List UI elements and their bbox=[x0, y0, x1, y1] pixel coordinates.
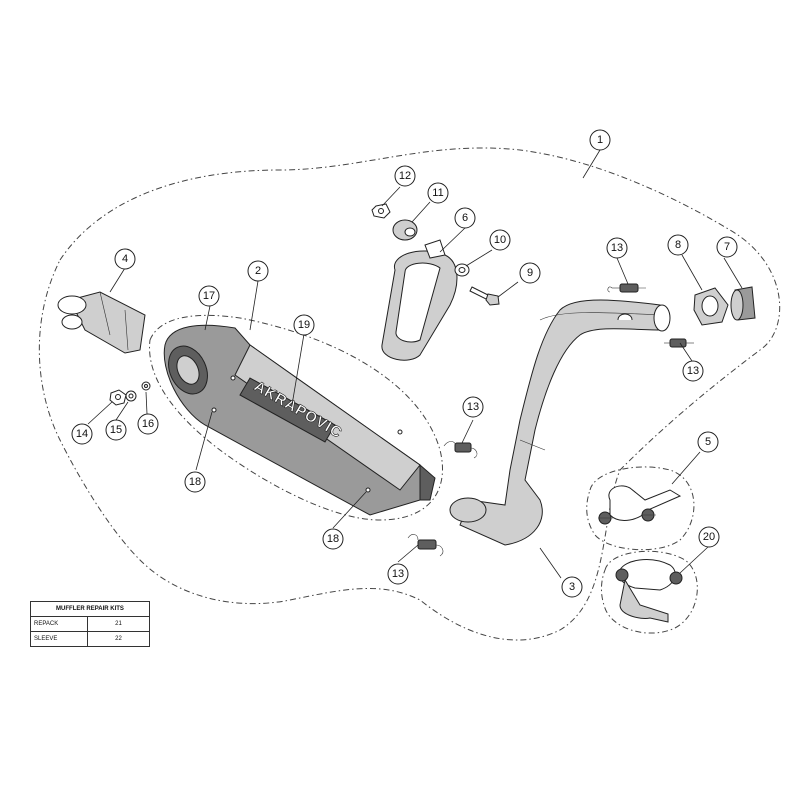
svg-text:13: 13 bbox=[687, 365, 699, 377]
kit-name: REPACK bbox=[30, 616, 88, 632]
callout-17: 17 bbox=[198, 285, 220, 307]
kit-number: 22 bbox=[87, 631, 150, 647]
callout-4: 4 bbox=[114, 248, 136, 270]
callout-10: 10 bbox=[489, 229, 511, 251]
table-row: REPACK 21 bbox=[30, 616, 150, 632]
clamp-20-outline bbox=[601, 550, 698, 634]
kit-number: 21 bbox=[87, 616, 150, 632]
callout-6: 6 bbox=[454, 207, 476, 229]
part-5-clamp bbox=[598, 485, 682, 525]
callout-16: 16 bbox=[137, 413, 159, 435]
part-13-spring-bottom bbox=[407, 534, 444, 557]
callout-19: 19 bbox=[293, 314, 315, 336]
callout-14: 14 bbox=[71, 423, 93, 445]
svg-text:16: 16 bbox=[142, 418, 154, 430]
svg-text:18: 18 bbox=[189, 476, 201, 488]
callout-20: 20 bbox=[698, 526, 720, 548]
svg-text:4: 4 bbox=[122, 253, 128, 265]
callout-18-bottom: 18 bbox=[322, 528, 344, 550]
callout-2: 2 bbox=[247, 260, 269, 282]
svg-text:15: 15 bbox=[110, 424, 122, 436]
callout-1: 1 bbox=[589, 129, 611, 151]
callout-11: 11 bbox=[427, 182, 449, 204]
part-13-spring-right bbox=[664, 338, 694, 348]
svg-text:19: 19 bbox=[298, 319, 310, 331]
svg-text:5: 5 bbox=[705, 436, 711, 448]
callout-7: 7 bbox=[716, 236, 738, 258]
svg-text:13: 13 bbox=[611, 242, 623, 254]
part-15-washer bbox=[125, 390, 137, 402]
svg-text:10: 10 bbox=[494, 234, 506, 246]
callout-18-left: 18 bbox=[184, 471, 206, 493]
svg-text:18: 18 bbox=[327, 533, 339, 545]
svg-text:1: 1 bbox=[597, 134, 603, 146]
part-9-bolt bbox=[469, 286, 500, 306]
part-8-flange bbox=[693, 287, 729, 326]
svg-text:8: 8 bbox=[675, 239, 681, 251]
callout-12: 12 bbox=[394, 165, 416, 187]
callout-13-middle: 13 bbox=[462, 396, 484, 418]
assembly-outline bbox=[38, 147, 781, 641]
callout-13-bottom: 13 bbox=[387, 563, 409, 585]
svg-text:11: 11 bbox=[432, 187, 443, 199]
table-row: SLEEVE 22 bbox=[30, 631, 150, 647]
leader-lines bbox=[87, 149, 743, 579]
clamp-5-outline bbox=[586, 466, 695, 551]
svg-text:7: 7 bbox=[724, 241, 730, 253]
repair-kits-table: MUFFLER REPAIR KITS REPACK 21 SLEEVE 22 bbox=[30, 601, 150, 647]
svg-text:3: 3 bbox=[569, 581, 575, 593]
part-7-ring bbox=[730, 286, 756, 321]
svg-text:17: 17 bbox=[203, 290, 215, 302]
part-3-link-pipe bbox=[449, 299, 671, 546]
part-13-spring-top bbox=[607, 283, 646, 293]
callout-15: 15 bbox=[105, 419, 127, 441]
part-14-nut bbox=[109, 389, 127, 406]
svg-text:13: 13 bbox=[467, 401, 479, 413]
part-11-grommet bbox=[392, 219, 418, 241]
part-16-washer bbox=[141, 381, 151, 391]
callout-5: 5 bbox=[697, 431, 719, 453]
callout-9: 9 bbox=[519, 262, 541, 284]
repair-kits-title: MUFFLER REPAIR KITS bbox=[30, 601, 150, 617]
callout-3: 3 bbox=[561, 576, 583, 598]
callout-13-top: 13 bbox=[606, 237, 628, 259]
callout-8: 8 bbox=[667, 234, 689, 256]
part-10-washer bbox=[454, 263, 470, 277]
svg-text:14: 14 bbox=[76, 428, 88, 440]
part-13-spring-middle bbox=[443, 441, 478, 459]
svg-text:6: 6 bbox=[462, 212, 468, 224]
svg-text:12: 12 bbox=[399, 170, 411, 182]
muffler-outline bbox=[149, 314, 443, 521]
callout-13-right: 13 bbox=[682, 360, 704, 382]
part-12-nut bbox=[371, 203, 391, 219]
repair-kits-header-row: MUFFLER REPAIR KITS bbox=[30, 601, 150, 617]
svg-text:20: 20 bbox=[703, 531, 715, 543]
callouts: 1 2 3 4 5 6 7 8 9 10 11 12 13 13 13 13 1… bbox=[71, 129, 738, 598]
svg-text:2: 2 bbox=[255, 265, 261, 277]
svg-text:9: 9 bbox=[527, 267, 533, 279]
part-4-end-cap bbox=[57, 291, 146, 354]
svg-text:13: 13 bbox=[392, 568, 404, 580]
part-6-hanger-bracket bbox=[381, 239, 458, 361]
kit-name: SLEEVE bbox=[30, 631, 88, 647]
part-20-clamp bbox=[615, 559, 683, 623]
